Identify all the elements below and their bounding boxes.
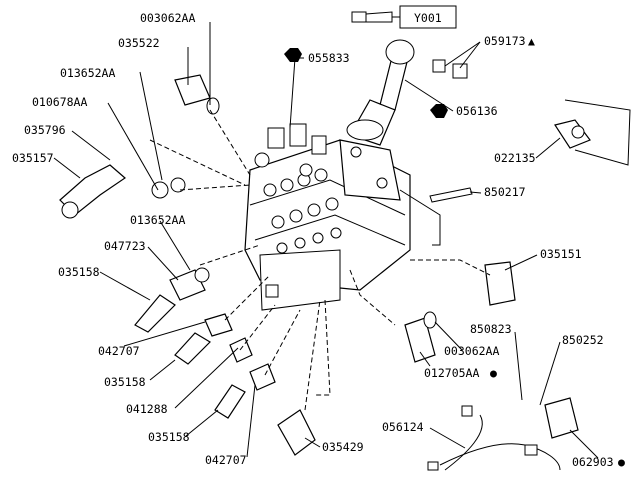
connector-062903 — [544, 397, 579, 439]
fitting-047723 — [169, 267, 210, 301]
fitting-012705AA — [404, 311, 437, 363]
label-035151: 035151 — [540, 247, 582, 261]
bolt-850217 — [429, 187, 473, 203]
fitting-035522 — [174, 74, 220, 115]
label-013652AA-top: 013652AA — [60, 66, 115, 80]
label-012705AA: 012705AA — [424, 366, 479, 380]
label-035429: 035429 — [322, 440, 364, 454]
label-013652AA-mid: 013652AA — [130, 213, 185, 227]
label-010678AA: 010678AA — [32, 95, 87, 109]
label-022135: 022135 — [494, 151, 536, 165]
fitting-035429 — [277, 409, 316, 456]
harness-056124 — [427, 405, 561, 471]
label-035158-c: 035158 — [148, 430, 190, 444]
label-056124: 056124 — [382, 420, 424, 434]
fitting-042707-b — [249, 363, 276, 391]
marker-dot-062903: ● — [618, 455, 625, 469]
label-042707-b: 042707 — [205, 453, 247, 467]
label-035158-b: 035158 — [104, 375, 146, 389]
label-056136: 056136 — [456, 104, 498, 118]
fitting-041288 — [229, 337, 253, 363]
side-rod — [399, 189, 441, 246]
label-035158-a: 035158 — [58, 265, 100, 279]
label-042707-a: 042707 — [98, 344, 140, 358]
fitting-035158-a — [134, 294, 176, 333]
ref-box-label: Y001 — [414, 11, 442, 25]
label-035796: 035796 — [24, 123, 66, 137]
joystick-lever — [339, 39, 415, 201]
label-041288: 041288 — [126, 402, 168, 416]
fitting-035151 — [484, 261, 516, 306]
valve-block-body — [244, 123, 411, 311]
label-047723: 047723 — [104, 239, 146, 253]
label-035522: 035522 — [118, 36, 160, 50]
filter-022135 — [554, 99, 631, 166]
label-850823: 850823 — [470, 322, 512, 336]
fitting-035157 — [59, 164, 126, 219]
connector-plug-icon — [351, 11, 400, 23]
label-850252: 850252 — [562, 333, 604, 347]
label-003062AA-bot: 003062AA — [444, 344, 499, 358]
label-055833: 055833 — [308, 51, 350, 65]
hex-marker-056136 — [430, 104, 448, 118]
label-003062AA-top: 003062AA — [140, 11, 195, 25]
fitting-035158-b — [174, 332, 211, 365]
hex-marker-055833 — [284, 48, 302, 62]
label-035157: 035157 — [12, 151, 54, 165]
label-062903: 062903 — [572, 455, 614, 469]
marker-dot-012705AA: ● — [490, 366, 497, 380]
marker-triangle-059173: ▲ — [528, 34, 535, 48]
label-850217: 850217 — [484, 185, 526, 199]
fitting-035158-c — [214, 384, 246, 419]
label-059173: 059173 — [484, 34, 526, 48]
